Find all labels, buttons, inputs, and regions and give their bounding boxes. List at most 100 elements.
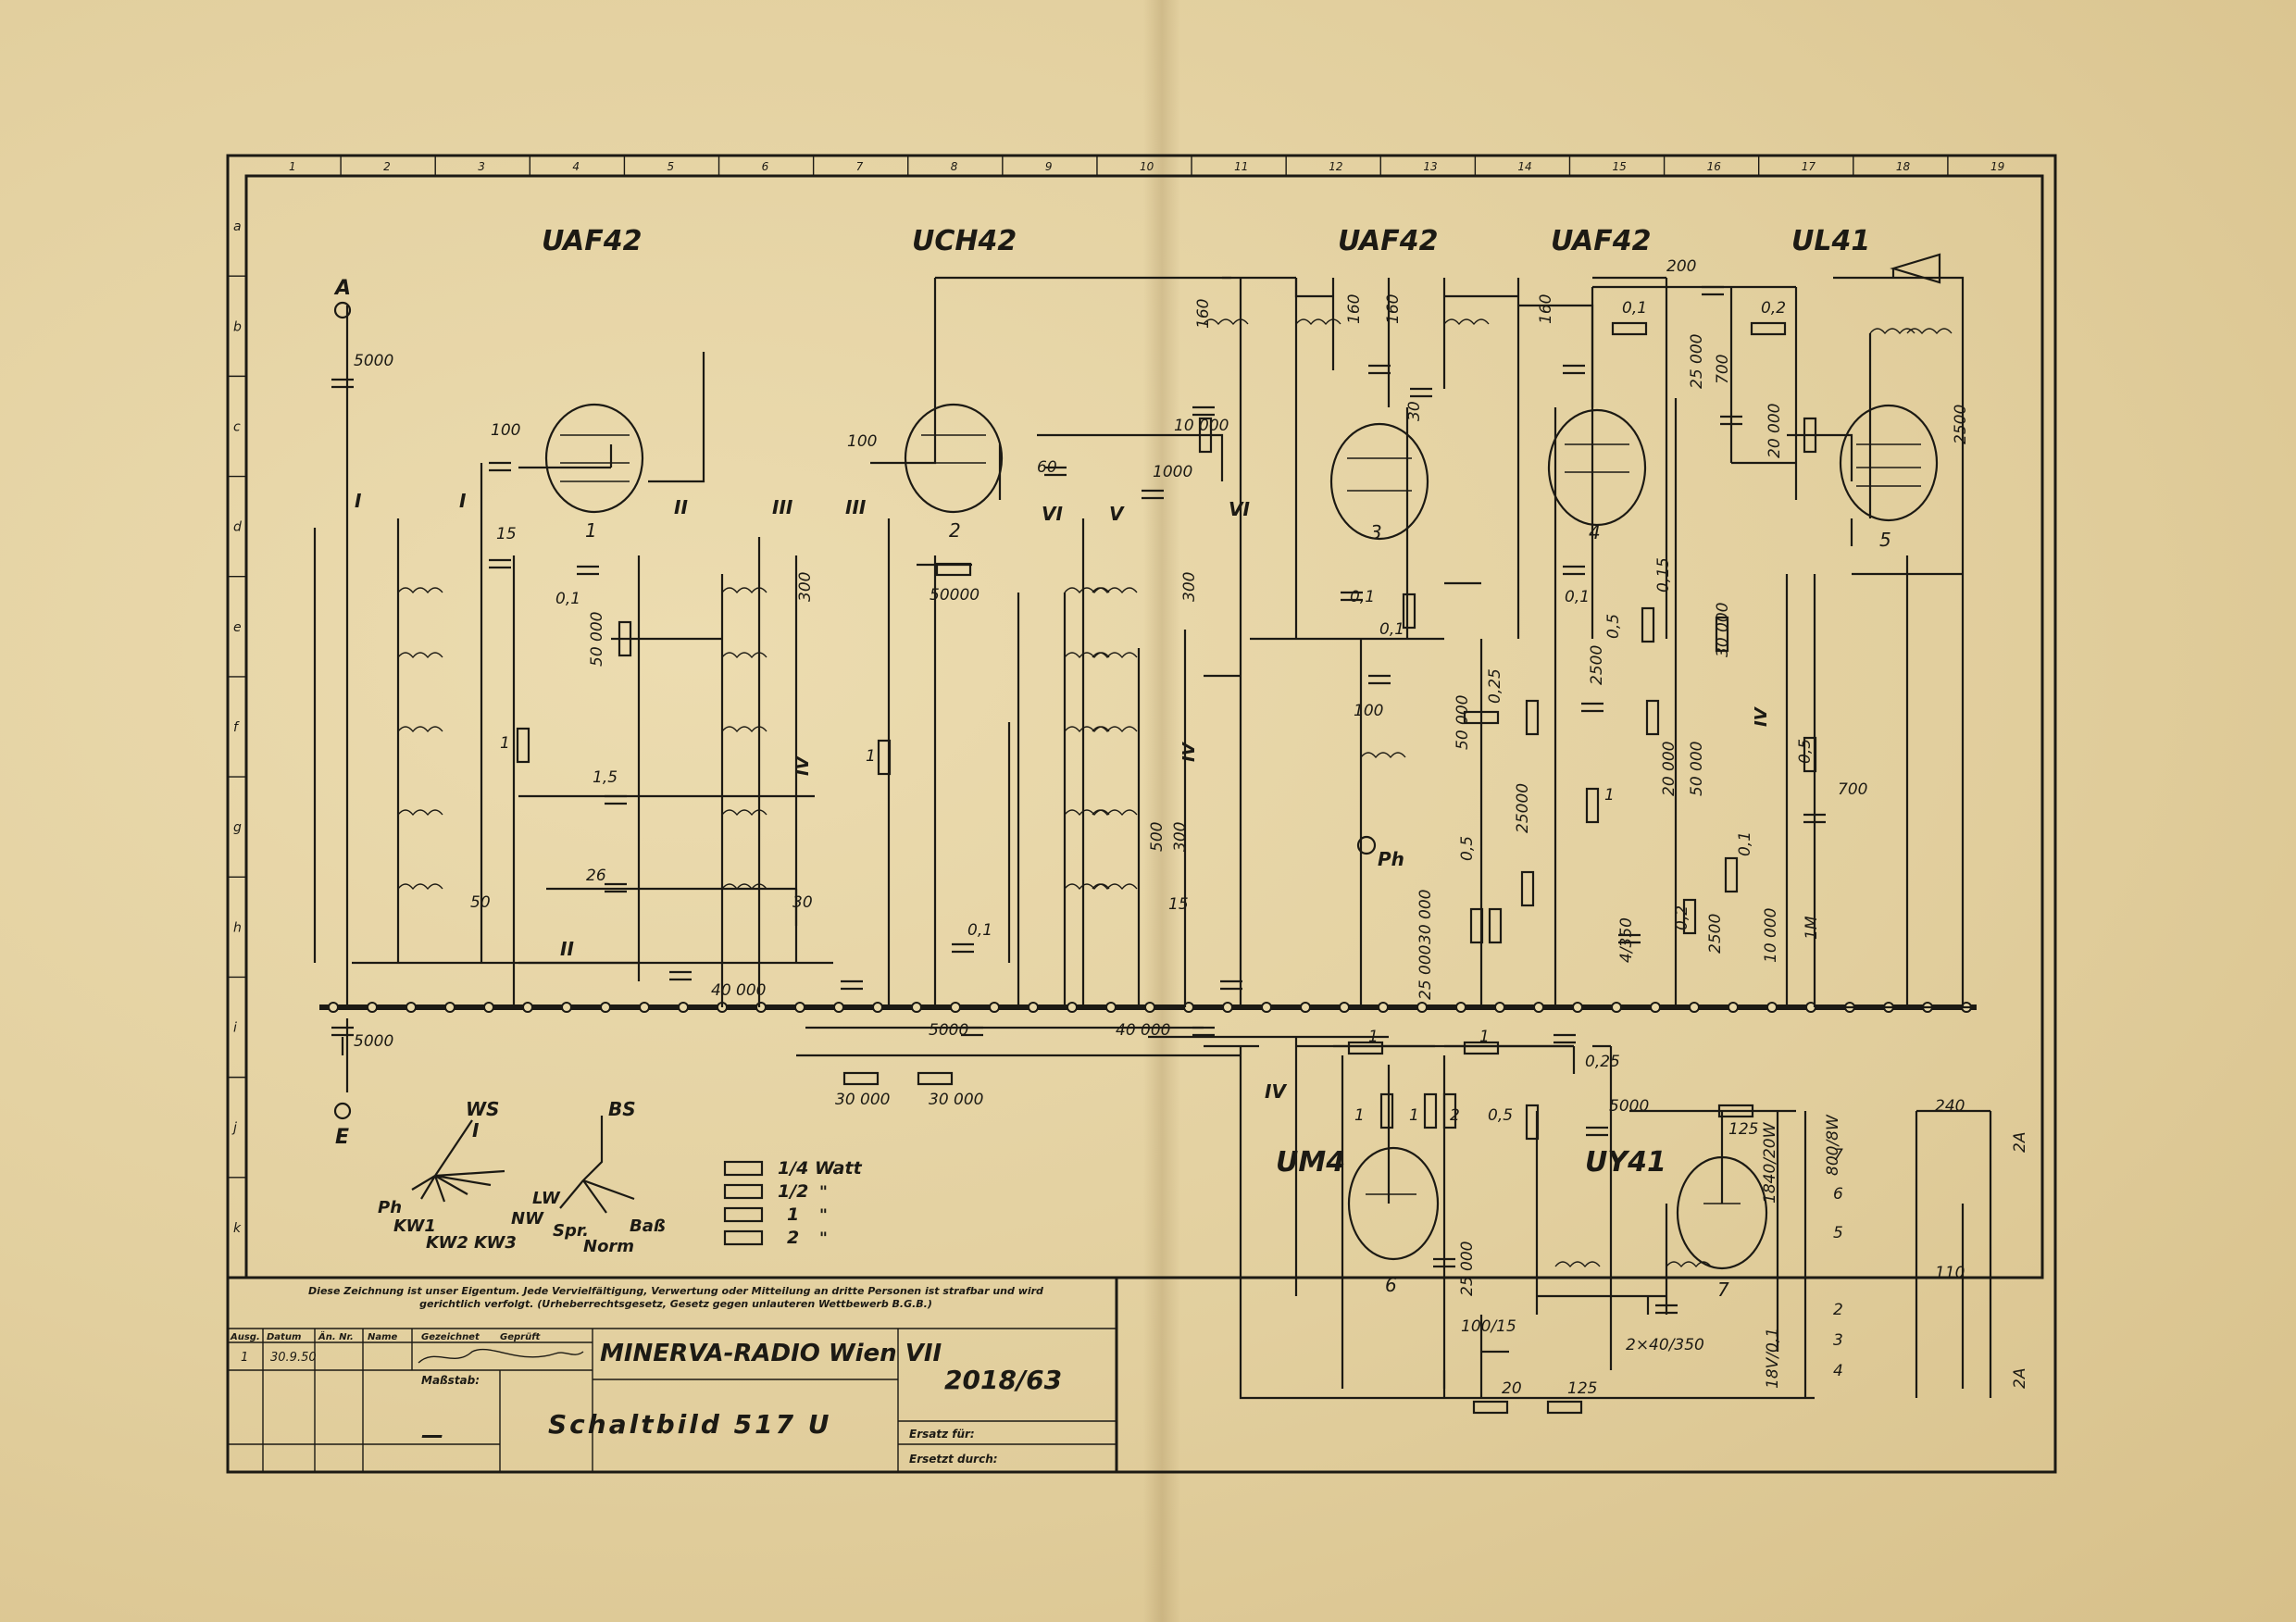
grid-col-13: 13 bbox=[1423, 160, 1437, 173]
grid-col-15: 15 bbox=[1613, 160, 1627, 173]
tube-label-6: UM4 bbox=[1276, 1146, 1345, 1179]
sel-ws: WS bbox=[466, 1098, 499, 1120]
grid-col-10: 10 bbox=[1140, 160, 1154, 173]
val-v18: 18V/0,1 bbox=[1764, 1328, 1782, 1389]
val-r-05c: 0,5 bbox=[1796, 739, 1815, 764]
val-c-700b: 700 bbox=[1838, 780, 1867, 799]
val-c-30: 30 bbox=[792, 893, 813, 912]
switch-label-8: VI bbox=[1229, 498, 1250, 520]
val-c-15: 15 bbox=[496, 525, 517, 543]
val-c-025: 0,25 bbox=[1585, 1053, 1620, 1071]
val-r-1g: 1 bbox=[1409, 1106, 1419, 1125]
grid-row-j: j bbox=[231, 1121, 237, 1136]
grid-row-a: a bbox=[233, 219, 242, 234]
val-r-1f: 1 bbox=[1354, 1106, 1365, 1125]
grid-row-d: d bbox=[233, 520, 242, 535]
val-r-30000b: 30 000 bbox=[929, 1091, 983, 1109]
val-r-02b: 0,2 bbox=[1761, 299, 1786, 318]
earth-label: E bbox=[335, 1126, 349, 1149]
val-c-4-350: 4/350 bbox=[1617, 917, 1636, 963]
val-c-160b: 160 bbox=[1345, 294, 1364, 324]
drawing-title: Schaltbild 517 U bbox=[548, 1409, 832, 1440]
val-c-100-15: 100/15 bbox=[1461, 1317, 1516, 1336]
pickup-terminal[interactable] bbox=[1356, 835, 1377, 855]
val-c-500: 500 bbox=[1148, 822, 1167, 852]
sel-i: I bbox=[472, 1119, 480, 1142]
grid-row-h: h bbox=[233, 920, 242, 935]
switch-label-9: II bbox=[560, 938, 574, 960]
tube-label-7: UY41 bbox=[1585, 1146, 1666, 1179]
val-c-25000: 25 000 bbox=[1688, 334, 1706, 389]
val-v240: 240 bbox=[1935, 1097, 1965, 1116]
th-aend: Än. Nr. bbox=[318, 1329, 354, 1342]
tube-v5 bbox=[1839, 404, 1939, 522]
switch-label-6: VI bbox=[1042, 503, 1063, 525]
val-tap-2: 5 bbox=[1833, 1224, 1843, 1242]
val-c-ant2: 5000 bbox=[354, 1032, 393, 1051]
sel-kw2: KW2 bbox=[426, 1233, 468, 1253]
legend-1: 1/2 bbox=[778, 1181, 808, 1202]
component-symbols bbox=[331, 285, 1953, 1415]
tube-label-2: UCH42 bbox=[912, 225, 1017, 257]
val-r-50000b: 50000 bbox=[930, 586, 980, 605]
val-r-20: 20 bbox=[1502, 1379, 1522, 1398]
val-r-1840: 1840/20W bbox=[1761, 1121, 1779, 1204]
grid-col-19: 19 bbox=[1990, 160, 2004, 173]
val-tap-3: 2 bbox=[1833, 1301, 1843, 1319]
val-c-100c: 100 bbox=[1354, 702, 1383, 720]
val-c-300a: 300 bbox=[796, 572, 815, 602]
legend-3: 2 bbox=[787, 1228, 799, 1248]
ersatz-fuer: Ersatz für: bbox=[909, 1428, 975, 1441]
antenna-terminal[interactable] bbox=[333, 301, 352, 319]
val-c-40000b: 40 000 bbox=[1116, 1021, 1170, 1040]
grid-col-12: 12 bbox=[1329, 160, 1342, 173]
company-name: MINERVA-RADIO Wien VII bbox=[600, 1340, 942, 1367]
val-c-160a: 160 bbox=[1194, 299, 1213, 329]
sel-nw: NW bbox=[511, 1209, 544, 1229]
val-r-1d: 1 bbox=[1368, 1028, 1379, 1046]
tube-v4 bbox=[1547, 408, 1647, 527]
val-r-20000a: 20 000 bbox=[1660, 742, 1678, 796]
td-datum: 30.9.50 bbox=[270, 1351, 317, 1365]
switch-label-13: IV bbox=[1752, 705, 1771, 727]
switch-label-3: II bbox=[674, 496, 688, 518]
val-c-160d: 160 bbox=[1537, 294, 1555, 324]
val-r-2: 2 bbox=[1450, 1106, 1460, 1125]
val-r-015: 0,15 bbox=[1654, 557, 1673, 593]
sel-kw1: KW1 bbox=[393, 1216, 436, 1236]
tube-pin-1: 1 bbox=[585, 519, 597, 542]
td-ausg: 1 bbox=[241, 1351, 248, 1365]
th-name: Name bbox=[368, 1332, 398, 1342]
grid-col-1: 1 bbox=[289, 160, 296, 173]
val-c-2500b: 2500 bbox=[1706, 914, 1725, 954]
grid-row-b: b bbox=[233, 319, 242, 334]
grid-row-f: f bbox=[233, 720, 240, 735]
tube-v2 bbox=[904, 403, 1004, 514]
inner-frame bbox=[244, 174, 2044, 1279]
grid-row-i: i bbox=[233, 1021, 237, 1036]
val-c-10000: 10 000 bbox=[1762, 908, 1780, 963]
val-r-125b: 125 bbox=[1567, 1379, 1597, 1398]
grid-col-2: 2 bbox=[383, 160, 391, 173]
sel-norm: Norm bbox=[583, 1237, 634, 1256]
val-r-01c: 0,1 bbox=[1622, 299, 1647, 318]
val-r-1b: 1 bbox=[866, 747, 876, 766]
val-r-1e: 1 bbox=[1479, 1028, 1490, 1046]
tube-v3 bbox=[1329, 422, 1429, 541]
earth-terminal[interactable] bbox=[333, 1102, 352, 1120]
val-r-05a: 0,5 bbox=[1458, 836, 1477, 861]
legend-0: 1/4 Watt bbox=[778, 1158, 863, 1179]
val-r-50000a: 50 000 bbox=[588, 612, 606, 667]
component-values: 5000 5000 100 100 15 0,1 50 000 1 1,5 26… bbox=[354, 257, 2029, 1398]
sel-spr: Spr. bbox=[553, 1221, 589, 1241]
tube-pin-7: 7 bbox=[1717, 1279, 1729, 1301]
val-tap-0: 7 bbox=[1833, 1146, 1843, 1165]
massstab-label: Maßstab: bbox=[421, 1374, 480, 1387]
val-c-60: 60 bbox=[1037, 458, 1057, 477]
tube-v1 bbox=[544, 403, 644, 514]
grid-col-14: 14 bbox=[1517, 160, 1531, 173]
val-r-01b: 0,1 bbox=[1736, 831, 1754, 856]
th-ausg: Ausg. bbox=[230, 1332, 260, 1342]
